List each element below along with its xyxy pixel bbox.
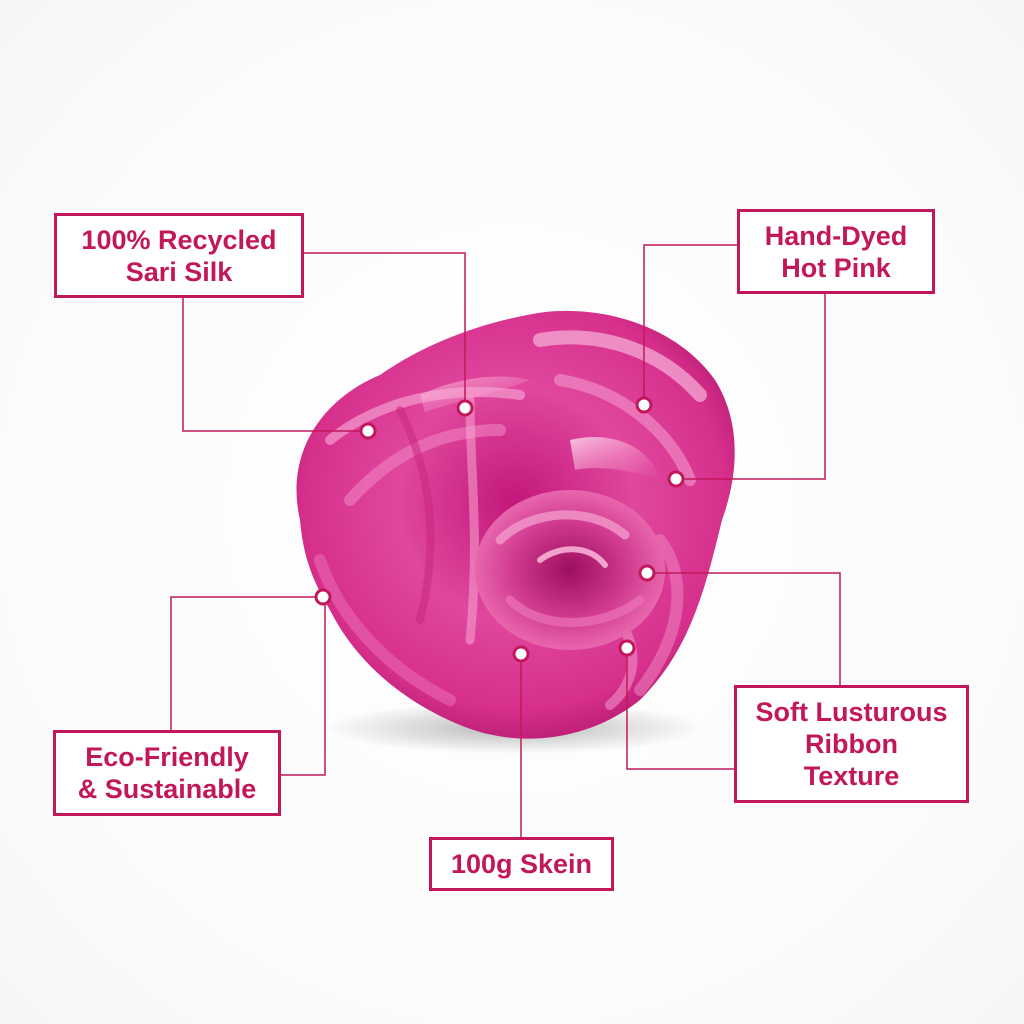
callout-dots [314,396,685,663]
callout-eco-line1: Eco-Friendly [85,742,249,772]
dot-recycled-b [456,399,474,417]
callout-texture-line2: Ribbon [805,729,898,759]
connector-lines [170,244,841,838]
callout-eco-line2: & Sustainable [77,774,257,804]
core-folds [495,510,645,627]
callout-hand-dyed-line2: Hot Pink [781,252,891,283]
dot-weight [512,645,530,663]
dot-hand-dyed-b [667,470,685,488]
callout-weight-line1: 100g Skein [450,849,593,879]
dot-texture-a [638,564,656,582]
callout-texture-line3: Texture [803,761,900,791]
dot-texture-b [618,639,636,657]
callout-recycled-line1: 100% Recycled [81,224,277,255]
satin-highlight [570,436,660,480]
dot-recycled-a [359,422,377,440]
callout-hand-dyed-hot-pink: Hand-Dyed Hot Pink [737,209,935,294]
callout-hand-dyed-line1: Hand-Dyed [764,220,908,251]
dot-hand-dyed-a [635,396,653,414]
ribbon-folds [314,330,707,710]
callout-100g-skein: 100g Skein [429,837,614,891]
dot-eco [314,588,332,606]
callout-soft-lustrous-texture: Soft Lusturous Ribbon Texture [734,685,969,803]
callout-texture-line1: Soft Lusturous [755,697,948,727]
callout-recycled-line2: Sari Silk [125,256,233,287]
callout-recycled-sari-silk: 100% Recycled Sari Silk [54,213,304,298]
callout-eco-friendly: Eco-Friendly & Sustainable [53,730,281,816]
